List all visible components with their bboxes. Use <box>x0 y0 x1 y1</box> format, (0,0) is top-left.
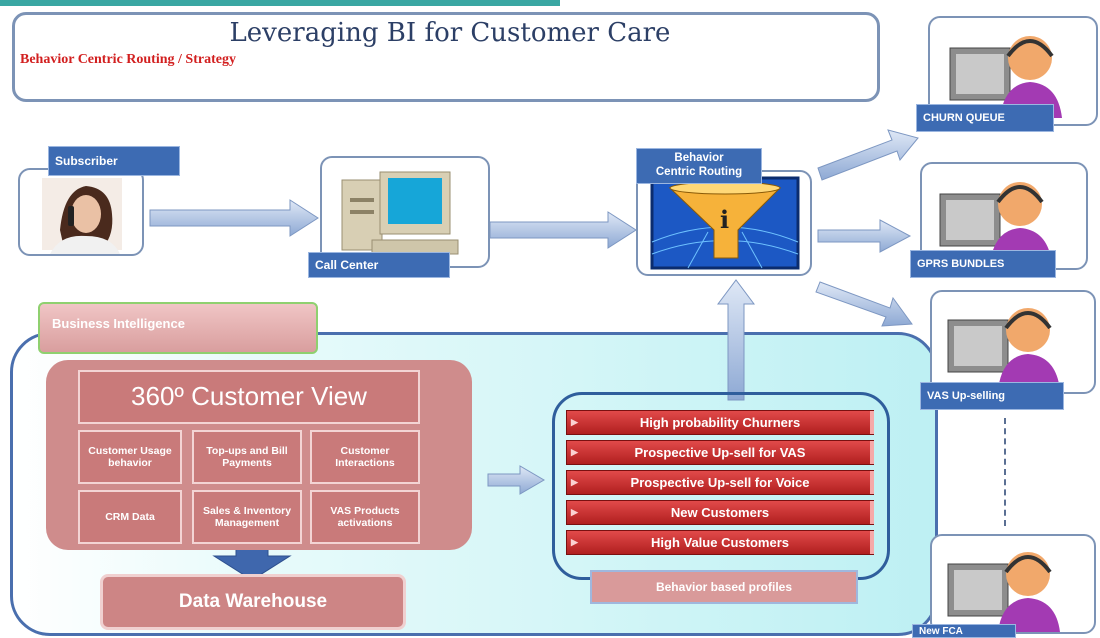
routing-label-line2: Centric Routing <box>655 166 743 178</box>
arrow-view-to-profiles <box>487 465 545 495</box>
page-subtitle: Behavior Centric Routing / Strategy <box>20 52 236 67</box>
routing-label-line1: Behavior <box>674 152 724 165</box>
subscriber-frame <box>18 168 144 256</box>
arrow-subscriber-to-callcenter <box>149 199 319 237</box>
arrow-routing-to-churn <box>817 129 919 181</box>
agent-frame-churn <box>928 16 1098 126</box>
page-title: Leveraging BI for Customer Care <box>229 18 671 48</box>
agent-headset-icon <box>947 308 1060 390</box>
agent-label-gprs: GPRS BUNDLES <box>910 250 1056 278</box>
agent-frame-vas <box>930 290 1096 394</box>
routing-funnel-icon: i <box>650 176 800 270</box>
cell-vas-activations: VAS Products activations <box>310 490 420 544</box>
agent-frame-new-fca <box>930 534 1096 634</box>
agent-headset-icon <box>947 552 1060 632</box>
data-warehouse-box: Data Warehouse <box>100 574 406 630</box>
profiles-label: Behavior based profiles <box>590 570 858 604</box>
arrow-callcenter-to-routing <box>489 211 637 249</box>
cell-interactions: Customer Interactions <box>310 430 420 484</box>
cell-customer-usage: Customer Usage behavior <box>78 430 182 484</box>
header-accent-strip <box>0 0 560 6</box>
arrow-routing-to-gprs <box>817 219 912 253</box>
routing-frame: i <box>636 170 812 276</box>
call-center-label: Call Center <box>308 252 450 278</box>
profile-item: New Customers <box>566 500 874 525</box>
business-intelligence-tab: Business Intelligence <box>38 302 318 354</box>
call-center-frame <box>320 156 490 268</box>
arrow-profiles-to-routing <box>717 279 755 401</box>
arrow-routing-to-vas <box>815 281 913 327</box>
cell-topups: Top-ups and Bill Payments <box>192 430 302 484</box>
svg-text:i: i <box>720 205 729 234</box>
profile-item: High probability Churners <box>566 410 874 435</box>
profile-item: Prospective Up-sell for VAS <box>566 440 874 465</box>
cell-sales-inventory: Sales & Inventory Management <box>192 490 302 544</box>
subscriber-label: Subscriber <box>48 146 180 176</box>
computer-icon <box>341 171 459 255</box>
agent-continuation-dots <box>1004 418 1006 526</box>
cell-crm-data: CRM Data <box>78 490 182 544</box>
agent-label-vas: VAS Up-selling <box>920 382 1064 410</box>
routing-label: Behavior Centric Routing <box>636 148 762 184</box>
agent-label-new-fca: New FCA <box>912 624 1016 638</box>
subscriber-photo-icon <box>42 178 122 254</box>
agent-label-churn: CHURN QUEUE <box>916 104 1054 132</box>
customer-view-title: 360º Customer View <box>78 370 420 424</box>
profile-item: High Value Customers <box>566 530 874 555</box>
title-box <box>12 12 880 102</box>
profile-item: Prospective Up-sell for Voice <box>566 470 874 495</box>
